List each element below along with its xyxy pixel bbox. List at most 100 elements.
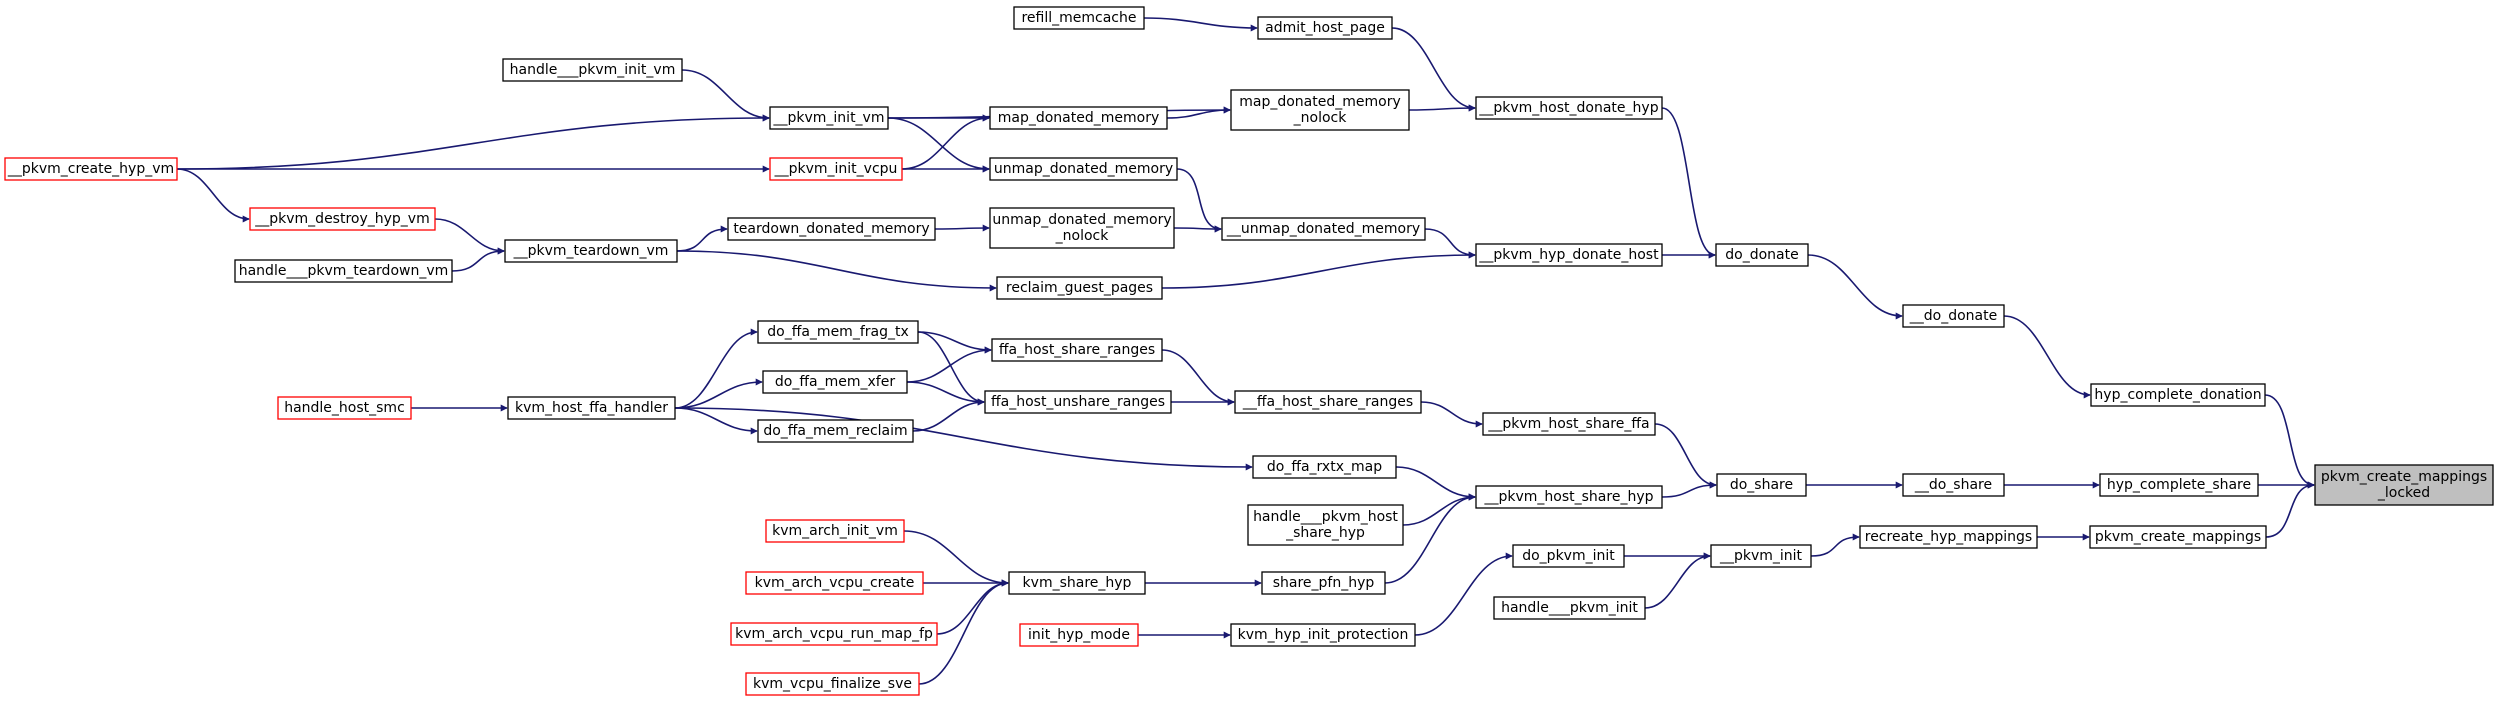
node-label-kvm-host-ffa-handler: kvm_host_ffa_handler bbox=[515, 400, 668, 416]
node-pkvm-hyp-donate-host[interactable]: __pkvm_hyp_donate_host bbox=[1475, 243, 1663, 267]
node-kvm-share-hyp[interactable]: kvm_share_hyp bbox=[1008, 571, 1146, 595]
node-label-kvm-arch-vcpu-run-map-fp: kvm_arch_vcpu_run_map_fp bbox=[735, 626, 933, 642]
node-box-unmap-donated-memory-u bbox=[1221, 217, 1426, 241]
node-handle-pkvm-init[interactable]: handle___pkvm_init bbox=[1493, 596, 1646, 620]
node-handle-pkvm-host-share-hyp[interactable]: handle___pkvm_host_share_hyp bbox=[1247, 504, 1404, 546]
function-nodes: pkvm_create_mappings_locked refill_memcac… bbox=[4, 6, 2494, 696]
call-edge-ffa_host_share_ranges-to-ffa_host_share_ranges_u bbox=[1161, 349, 1235, 406]
node-kvm-arch-init-vm[interactable]: kvm_arch_init_vm bbox=[765, 519, 905, 543]
node-pkvm-init-vm[interactable]: __pkvm_init_vm bbox=[769, 106, 889, 130]
node-box-unmap-donated-memory bbox=[989, 157, 1178, 181]
node-do-ffa-mem-xfer[interactable]: do_ffa_mem_xfer bbox=[762, 370, 908, 394]
node-label-pkvm-host-share-ffa: __pkvm_host_share_ffa bbox=[1487, 416, 1649, 432]
call-edge-handle_pkvm_init_vm-to-pkvm_init_vm bbox=[681, 69, 770, 122]
node-pkvm-host-donate-hyp[interactable]: __pkvm_host_donate_hyp bbox=[1475, 96, 1663, 120]
node-pkvm-create-mappings[interactable]: pkvm_create_mappings bbox=[2089, 525, 2267, 549]
node-ffa-host-share-ranges-u[interactable]: __ffa_host_share_ranges bbox=[1234, 390, 1422, 414]
node-pkvm-init[interactable]: __pkvm_init bbox=[1710, 544, 1812, 568]
node-box-recreate-hyp-mappings bbox=[1859, 525, 2038, 549]
node-box-kvm-hyp-init-protection bbox=[1230, 623, 1416, 647]
node-label-ffa-host-unshare-ranges: ffa_host_unshare_ranges bbox=[991, 394, 1165, 410]
node-box-pkvm-init bbox=[1710, 544, 1812, 568]
node-teardown-donated-memory[interactable]: teardown_donated_memory bbox=[727, 217, 936, 241]
node-do-pkvm-init[interactable]: do_pkvm_init bbox=[1512, 544, 1625, 568]
node-hyp-complete-share[interactable]: hyp_complete_share bbox=[2099, 473, 2259, 497]
node-box-pkvm-host-share-hyp bbox=[1475, 485, 1663, 509]
node-pkvm-init-vcpu[interactable]: __pkvm_init_vcpu bbox=[769, 157, 903, 181]
node-label-pkvm-host-donate-hyp: __pkvm_host_donate_hyp bbox=[1478, 100, 1658, 116]
call-edge-kvm_host_ffa_handler-to-do_ffa_rxtx_map bbox=[674, 407, 1253, 471]
node-do-donate-u[interactable]: __do_donate bbox=[1902, 304, 2005, 328]
call-edge-do_ffa_mem_xfer-to-ffa_host_unshare_ranges bbox=[906, 381, 985, 406]
node-kvm-vcpu-finalize-sve[interactable]: kvm_vcpu_finalize_sve bbox=[745, 672, 920, 696]
node-do-share[interactable]: do_share bbox=[1716, 473, 1807, 497]
node-box-pkvm-create-hyp-vm bbox=[4, 157, 178, 181]
node-hyp-complete-donation[interactable]: hyp_complete_donation bbox=[2090, 383, 2266, 407]
node-label-pkvm-create-mappings: pkvm_create_mappings bbox=[2095, 529, 2261, 545]
node-pkvm-destroy-hyp-vm[interactable]: __pkvm_destroy_hyp_vm bbox=[249, 207, 436, 231]
node-admit-host-page[interactable]: admit_host_page bbox=[1257, 16, 1393, 40]
node-label-pkvm-teardown-vm: __pkvm_teardown_vm bbox=[513, 243, 669, 259]
node-kvm-arch-vcpu-create[interactable]: kvm_arch_vcpu_create bbox=[745, 571, 924, 595]
node-box-pkvm-init-vcpu bbox=[769, 157, 903, 181]
node-map-donated-memory[interactable]: map_donated_memory bbox=[989, 106, 1168, 130]
call-edge-kvm_host_ffa_handler-to-do_ffa_mem_frag_tx bbox=[674, 328, 758, 409]
node-kvm-arch-vcpu-run-map-fp[interactable]: kvm_arch_vcpu_run_map_fp bbox=[730, 622, 938, 646]
node-unmap-donated-memory[interactable]: unmap_donated_memory bbox=[989, 157, 1178, 181]
node-handle-host-smc[interactable]: handle_host_smc bbox=[277, 396, 412, 420]
call-edge-do_ffa_mem_xfer-to-ffa_host_share_ranges bbox=[906, 346, 992, 383]
node-kvm-host-ffa-handler[interactable]: kvm_host_ffa_handler bbox=[507, 396, 676, 420]
node-box-pkvm-host-donate-hyp bbox=[1475, 96, 1663, 120]
node-box-kvm-arch-vcpu-create bbox=[745, 571, 924, 595]
call-edge-kvm_arch_vcpu_run_map_fp-to-kvm_share_hyp bbox=[936, 579, 1009, 635]
node-pkvm-host-share-hyp[interactable]: __pkvm_host_share_hyp bbox=[1475, 485, 1663, 509]
call-edge-do_ffa_mem_frag_tx-to-ffa_host_unshare_ranges bbox=[917, 331, 985, 406]
node-map-donated-memory-nolock[interactable]: map_donated_memory_nolock bbox=[1230, 89, 1410, 131]
node-box-do-ffa-mem-xfer bbox=[762, 370, 908, 394]
node-box-handle-pkvm-init-vm bbox=[502, 58, 683, 82]
node-handle-pkvm-teardown-vm[interactable]: handle___pkvm_teardown_vm bbox=[234, 259, 453, 283]
call-edge-do_donate_u-to-hyp_complete_donation bbox=[2003, 315, 2091, 399]
node-pkvm-create-hyp-vm[interactable]: __pkvm_create_hyp_vm bbox=[4, 157, 178, 181]
node-reclaim-guest-pages[interactable]: reclaim_guest_pages bbox=[996, 276, 1163, 300]
call-edge-teardown_donated_memory-to-unmap_donated_memory_nolock bbox=[934, 224, 990, 232]
node-box-unmap-donated-memory-nolock bbox=[989, 207, 1175, 249]
node-label-reclaim-guest-pages: reclaim_guest_pages bbox=[1006, 280, 1153, 296]
node-box-ffa-host-unshare-ranges bbox=[984, 390, 1172, 414]
node-ffa-host-share-ranges[interactable]: ffa_host_share_ranges bbox=[991, 338, 1163, 362]
node-label-share-pfn-hyp: share_pfn_hyp bbox=[1273, 575, 1375, 591]
node-pkvm-host-share-ffa[interactable]: __pkvm_host_share_ffa bbox=[1482, 412, 1656, 436]
node-box-handle-pkvm-host-share-hyp bbox=[1247, 504, 1404, 546]
node-share-pfn-hyp[interactable]: share_pfn_hyp bbox=[1261, 571, 1386, 595]
node-label-pkvm-init-vcpu: __pkvm_init_vcpu bbox=[774, 161, 898, 177]
call-edge-kvm_vcpu_finalize_sve-to-kvm_share_hyp bbox=[918, 579, 1009, 685]
node-label-do-ffa-mem-xfer: do_ffa_mem_xfer bbox=[775, 374, 895, 390]
node-box-map-donated-memory bbox=[989, 106, 1168, 130]
node-refill-memcache[interactable]: refill_memcache bbox=[1013, 6, 1145, 30]
node-root[interactable]: pkvm_create_mappings_locked bbox=[2314, 464, 2494, 506]
node-label-refill-memcache: refill_memcache bbox=[1021, 10, 1136, 26]
node-init-hyp-mode[interactable]: init_hyp_mode bbox=[1019, 623, 1139, 647]
call-edge-pkvm_create_mappings-to-root bbox=[2265, 481, 2315, 538]
node-do-ffa-mem-frag-tx[interactable]: do_ffa_mem_frag_tx bbox=[757, 320, 919, 344]
node-ffa-host-unshare-ranges[interactable]: ffa_host_unshare_ranges bbox=[984, 390, 1172, 414]
node-do-ffa-mem-reclaim[interactable]: do_ffa_mem_reclaim bbox=[757, 419, 914, 443]
node-recreate-hyp-mappings[interactable]: recreate_hyp_mappings bbox=[1859, 525, 2038, 549]
node-unmap-donated-memory-u[interactable]: __unmap_donated_memory bbox=[1221, 217, 1426, 241]
node-box-pkvm-destroy-hyp-vm bbox=[249, 207, 436, 231]
node-do-share-u[interactable]: __do_share bbox=[1902, 473, 2005, 497]
node-pkvm-teardown-vm[interactable]: __pkvm_teardown_vm bbox=[504, 239, 678, 263]
node-handle-pkvm-init-vm[interactable]: handle___pkvm_init_vm bbox=[502, 58, 683, 82]
node-box-do-share bbox=[1716, 473, 1807, 497]
node-do-donate[interactable]: do_donate bbox=[1715, 243, 1809, 267]
node-box-do-donate-u bbox=[1902, 304, 2005, 328]
node-kvm-hyp-init-protection[interactable]: kvm_hyp_init_protection bbox=[1230, 623, 1416, 647]
node-box-pkvm-teardown-vm bbox=[504, 239, 678, 263]
node-unmap-donated-memory-nolock[interactable]: unmap_donated_memory_nolock bbox=[989, 207, 1175, 249]
node-do-ffa-rxtx-map[interactable]: do_ffa_rxtx_map bbox=[1252, 455, 1397, 479]
node-label-do-share-u: __do_share bbox=[1914, 477, 1992, 493]
node-box-handle-pkvm-teardown-vm bbox=[234, 259, 453, 283]
node-label-pkvm-init-vm: __pkvm_init_vm bbox=[773, 110, 885, 126]
node-label-unmap-donated-memory: unmap_donated_memory bbox=[994, 161, 1173, 177]
